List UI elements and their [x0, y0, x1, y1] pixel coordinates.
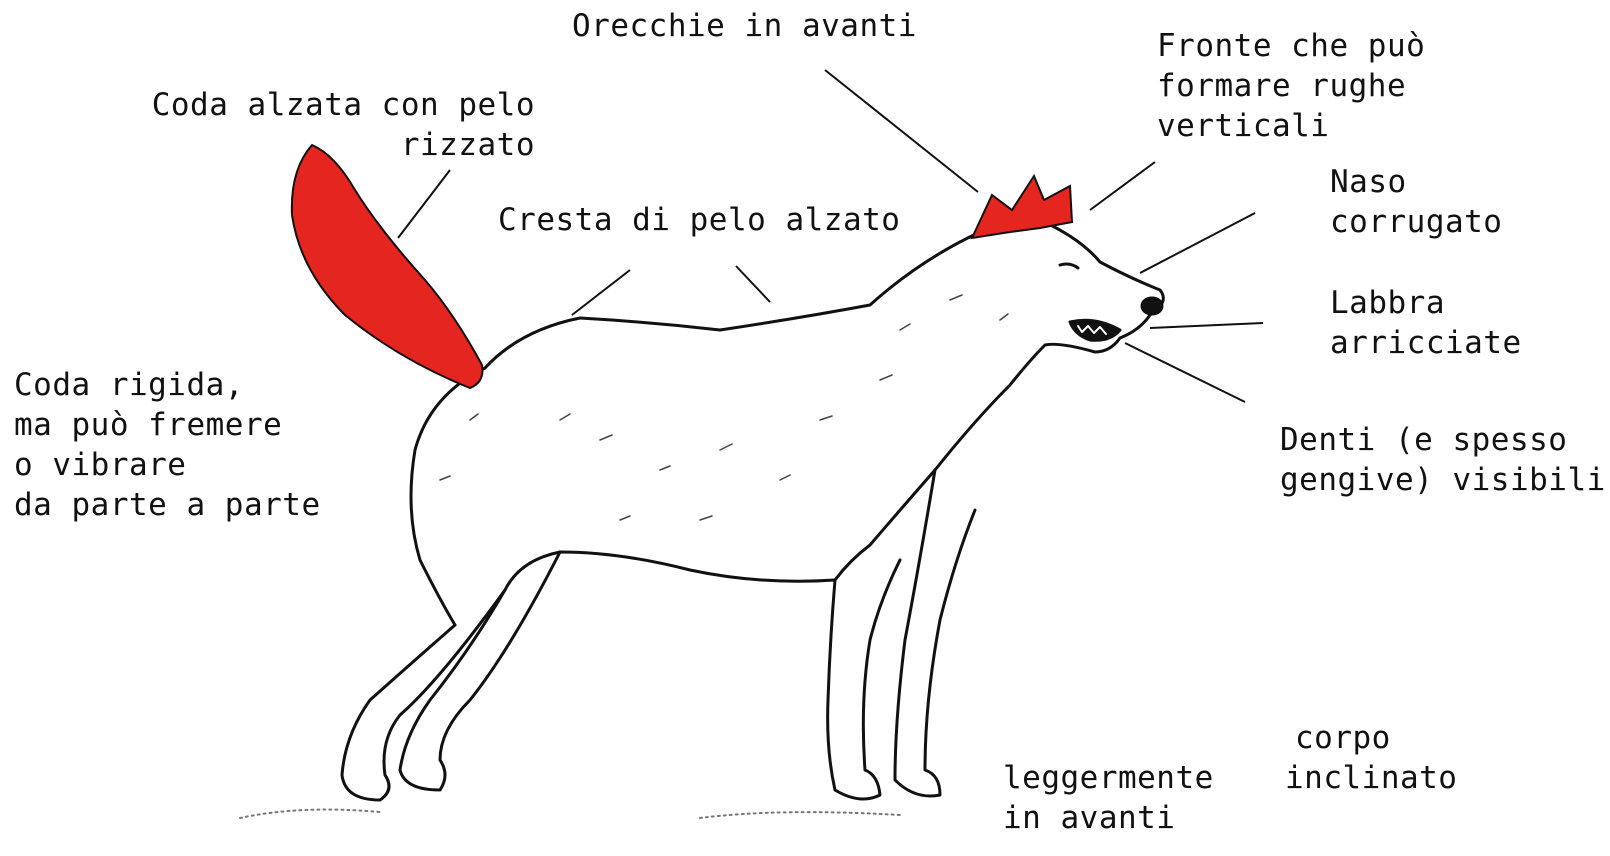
label-tail-rigid-line: o vibrare	[14, 445, 321, 485]
label-forehead: Fronte che può formare rughe verticali	[1157, 26, 1425, 146]
label-body-b-line: corpo	[1285, 718, 1457, 758]
wolf-nose	[1142, 298, 1162, 314]
label-body-a-line: in avanti	[1003, 798, 1214, 838]
tail-highlight	[292, 145, 483, 388]
label-body-a-line: leggermente	[1003, 758, 1214, 798]
leader-crest-2	[736, 266, 770, 302]
label-body-b: corpo inclinato	[1285, 718, 1457, 798]
label-lips-line: arricciate	[1330, 323, 1522, 363]
front-leg-back	[828, 560, 900, 799]
label-ears-text: Orecchie in avanti	[572, 6, 917, 46]
hind-leg-front	[400, 552, 560, 790]
label-ears: Orecchie in avanti	[572, 6, 917, 46]
front-leg-front	[895, 470, 975, 796]
label-forehead-line: formare rughe	[1157, 66, 1425, 106]
leader-lips	[1150, 323, 1263, 328]
label-nose-line: corrugato	[1330, 202, 1502, 242]
leader-forehead	[1090, 162, 1155, 210]
label-lips: Labbra arricciate	[1330, 283, 1522, 363]
ground-shadow	[240, 810, 900, 818]
label-teeth-line: gengive) visibili	[1280, 460, 1606, 500]
leader-nose	[1140, 213, 1255, 273]
label-tail-rigid-line: Coda rigida,	[14, 365, 321, 405]
wolf-body	[485, 220, 1163, 580]
label-body-b-line: inclinato	[1285, 758, 1457, 798]
label-forehead-line: verticali	[1157, 106, 1425, 146]
label-forehead-line: Fronte che può	[1157, 26, 1425, 66]
leader-tail-raised	[398, 170, 450, 238]
leader-teeth	[1125, 343, 1245, 402]
label-teeth: Denti (e spesso gengive) visibili	[1280, 420, 1606, 500]
hind-leg-back	[342, 590, 505, 800]
label-crest: Cresta di pelo alzato	[498, 200, 900, 240]
label-tail-raised: Coda alzata con pelo rizzato	[125, 85, 535, 165]
label-body-a: leggermente in avanti	[1003, 758, 1214, 838]
wolf-rump	[411, 368, 485, 625]
label-tail-rigid-line: ma può fremere	[14, 405, 321, 445]
leader-ears	[825, 70, 978, 192]
label-tail-raised-line: Coda alzata con pelo	[125, 85, 535, 125]
label-tail-rigid: Coda rigida, ma può fremere o vibrare da…	[14, 365, 321, 525]
label-nose-line: Naso	[1330, 162, 1502, 202]
leader-crest-1	[572, 270, 630, 315]
label-crest-text: Cresta di pelo alzato	[498, 200, 900, 240]
label-tail-rigid-line: da parte a parte	[14, 485, 321, 525]
wolf-belly	[505, 552, 835, 590]
label-tail-raised-line: rizzato	[125, 125, 535, 165]
label-lips-line: Labbra	[1330, 283, 1522, 323]
label-nose: Naso corrugato	[1330, 162, 1502, 242]
label-teeth-line: Denti (e spesso	[1280, 420, 1606, 460]
